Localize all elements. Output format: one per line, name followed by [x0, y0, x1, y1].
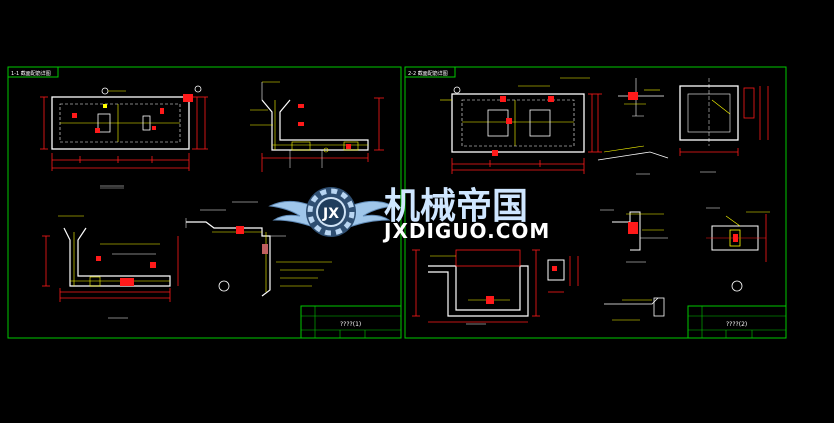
title-block-1: ????(1) — [300, 305, 402, 339]
title-block-2: ????(2) — [687, 305, 787, 339]
gear-icon — [306, 187, 356, 237]
section-view-1b — [42, 215, 179, 319]
plan-view-1 — [40, 85, 208, 189]
section-view-1a — [250, 81, 384, 172]
detail-view-2e — [706, 207, 770, 292]
detail-view-2a — [597, 78, 669, 175]
sheet-2: 2-2 截面配筋详图 — [404, 66, 787, 339]
sheet-2-frame — [404, 66, 787, 339]
sheet-2-header-box — [404, 66, 456, 78]
detail-view-2c — [547, 256, 665, 321]
watermark-text-en: JXDIGUO.COM — [382, 219, 550, 243]
title-block-2-name: ????(2) — [726, 321, 747, 328]
sheet-1-frame — [7, 66, 402, 339]
detail-view-2d — [600, 209, 668, 263]
title-block-1-name: ????(1) — [340, 321, 361, 328]
sheet-2-header-label: 2-2 截面配筋详图 — [408, 70, 448, 77]
watermark-text-cn: 机械帝国 — [384, 186, 528, 227]
watermark: JX 机械帝国 JXDIGUO.COM — [268, 186, 550, 243]
sheet-1-header-box — [7, 66, 59, 78]
detail-view-1c — [185, 201, 332, 297]
sheet-1-header-label: 1-1 截面配筋详图 — [11, 70, 51, 77]
well-detail-view-2 — [679, 78, 769, 173]
section-view-2b — [412, 249, 540, 325]
sheet-1: 1-1 截面配筋详图 — [7, 66, 402, 339]
watermark-logo-letters: JX — [322, 206, 339, 222]
plan-view-2 — [440, 77, 602, 174]
